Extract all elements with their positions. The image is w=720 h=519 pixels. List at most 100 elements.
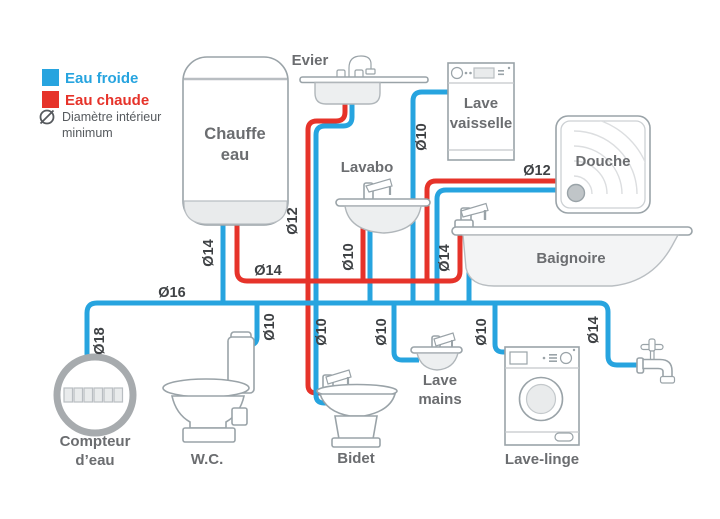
pipe-cold-lave-vaisselle [410, 89, 450, 303]
dishwasher-dial-icon [450, 66, 464, 80]
hand-basin-faucet-lever-icon [433, 332, 456, 347]
pipe-cold-lave-mains [391, 303, 419, 363]
bathtub-rim [451, 226, 693, 236]
diameter-label-main-hot: Ø14 [254, 263, 281, 279]
bidet-stem [334, 415, 378, 440]
dishwasher-menu-icon [498, 70, 504, 72]
dishwasher-body [447, 62, 515, 161]
pipe-cold-douche [434, 187, 560, 303]
washbasin-bowl [344, 205, 422, 234]
washing-machine-dot-icon [542, 356, 546, 360]
diameter-label-lavabo: Ø10 [341, 243, 357, 270]
water-meter-label-line2: d’eau [75, 452, 114, 469]
water-heater-label-line1: Chauffe [204, 125, 265, 143]
bidet-label: Bidet [337, 450, 375, 467]
pipe-hot-douche [424, 178, 560, 283]
toilet-base [182, 427, 236, 443]
legend-hot-swatch [42, 91, 59, 108]
diameter-label-bidet: Ø10 [314, 318, 330, 345]
washbasin-rim [335, 198, 431, 207]
bathtub-body [462, 234, 680, 287]
water-heater-label-line2: eau [221, 146, 249, 164]
hot-water-pipes [305, 100, 560, 396]
water-meter [53, 353, 137, 437]
dishwasher-label-line1: Lave [464, 95, 498, 112]
diameter-label-main-cold: Ø16 [158, 285, 185, 301]
shower-ripples-icon [573, 121, 645, 195]
pipe-cold-lave-linge [492, 303, 509, 355]
diameter-label-wc: Ø10 [262, 313, 278, 340]
hand-basin [410, 332, 463, 371]
diameter-label-lave-vaisselle: Ø10 [414, 123, 430, 150]
washing-machine-menu-icon [549, 357, 557, 359]
washing-machine-drawer [509, 351, 528, 365]
toilet-outlet [231, 407, 248, 426]
washbasin-label: Lavabo [341, 159, 394, 176]
shower [555, 115, 651, 214]
water-heater [182, 56, 289, 226]
washing-machine-dot-icon [572, 348, 576, 352]
sink-basin [314, 81, 381, 105]
pipe-cold-evier-bidet [313, 100, 355, 406]
hand-basin-rim [410, 346, 463, 354]
water-heater-body [182, 56, 289, 226]
dishwasher-dot-icon [469, 71, 472, 75]
legend-hot-label: Eau chaude [65, 92, 149, 109]
diameter-label-lave-linge: Ø10 [474, 318, 490, 345]
toilet [162, 331, 255, 443]
dishwasher [447, 62, 515, 161]
pipe-cold-main [84, 300, 643, 368]
legend-note-line1: Diamètre intérieur [62, 110, 161, 124]
diameter-label-exterieur: Ø14 [586, 316, 602, 343]
hand-basin-bowl [416, 352, 459, 371]
washbasin-faucet-lever-icon [365, 178, 393, 193]
dishwasher-menu-icon [498, 73, 504, 76]
washing-machine-menu-icon [549, 360, 557, 362]
dishwasher-dot-icon [507, 66, 511, 70]
tap-spout-icon [659, 375, 676, 384]
outdoor-tap [636, 338, 676, 384]
diameter-label-baignoire: Ø14 [437, 244, 453, 271]
diameter-label-meter: Ø18 [92, 327, 108, 354]
shower-label: Douche [575, 153, 630, 170]
dishwasher-dot-icon [464, 71, 468, 75]
bidet-body [318, 393, 397, 417]
tap-body-icon [642, 358, 673, 378]
washing-machine-label: Lave-linge [505, 451, 579, 468]
water-heater-base [183, 200, 288, 225]
washing-machine-drum [525, 383, 557, 415]
water-meter-label-line1: Compteur [60, 433, 131, 450]
kitchen-sink-label: Evier [292, 52, 329, 69]
bathtub-label: Baignoire [536, 250, 605, 267]
hand-basin-label-line1: Lave [423, 372, 457, 389]
diameter-label-heater: Ø14 [201, 239, 217, 266]
legend-cold-swatch [42, 69, 59, 86]
cold-water-pipes [220, 89, 560, 406]
diameter-label-douche: Ø12 [523, 163, 550, 179]
shower-drain-icon [566, 183, 586, 203]
bathtub-faucet-lever-icon [460, 202, 489, 218]
diameter-symbol-icon [39, 109, 55, 125]
legend-note-line2: minimum [62, 126, 113, 140]
dishwasher-display [473, 67, 495, 79]
toilet-label: W.C. [191, 451, 224, 468]
tap-handle-icon [648, 338, 656, 352]
kitchen-sink [299, 55, 429, 105]
pipe-hot-evier-bidet [305, 100, 348, 396]
washing-machine-knob-icon [559, 351, 573, 365]
tap-stem-icon [649, 350, 655, 361]
washing-machine [504, 346, 580, 446]
bidet-base [331, 437, 381, 448]
bidet-faucet-lever-icon [325, 369, 352, 385]
diameter-label-evier: Ø12 [285, 207, 301, 234]
washing-machine-filter-handle [554, 432, 574, 442]
water-meter-digits [63, 387, 124, 403]
faucet-outlet-icon [365, 68, 376, 75]
washing-machine-menu-icon [549, 354, 557, 356]
legend: Eau froide Eau chaude Diamètre intérieur… [39, 69, 161, 140]
hand-basin-label-line2: mains [418, 391, 461, 408]
bathtub [451, 202, 693, 287]
washbasin [335, 178, 431, 234]
